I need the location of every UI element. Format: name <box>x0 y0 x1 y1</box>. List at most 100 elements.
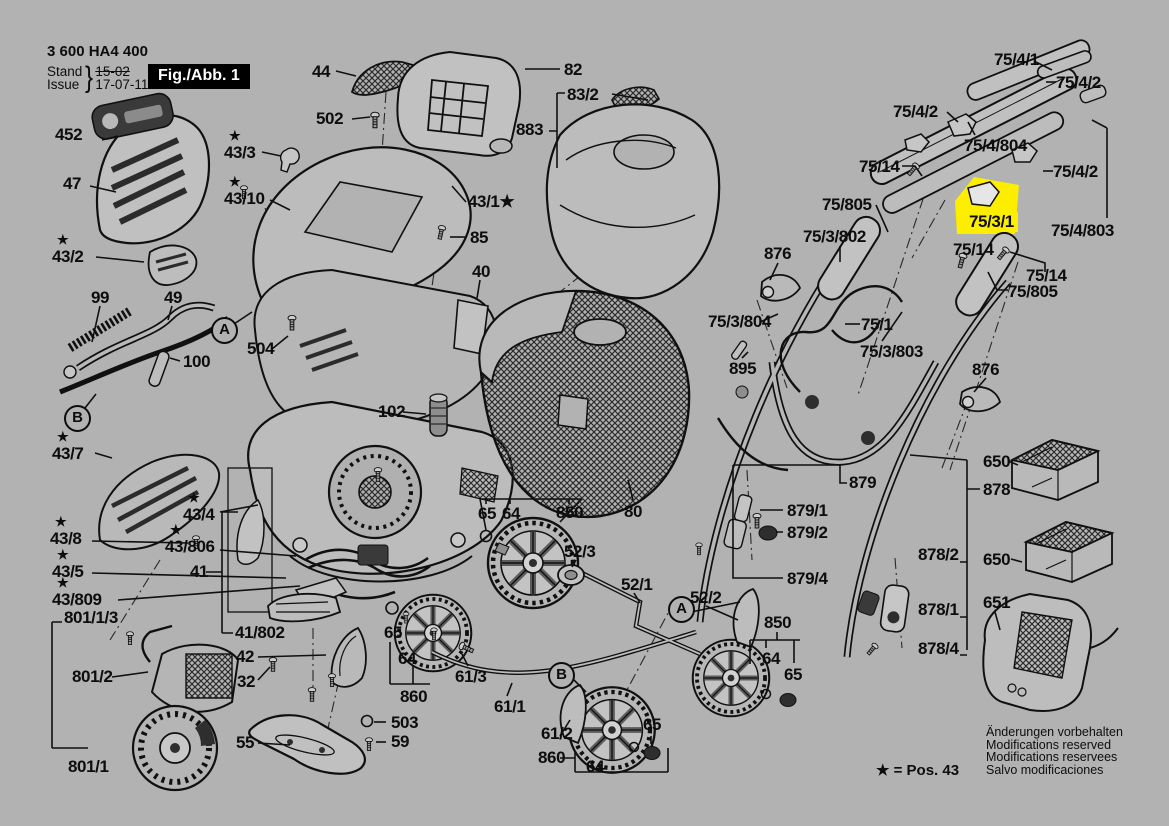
star-icon: ★ <box>170 522 182 537</box>
part-label-64: 64 <box>762 649 781 668</box>
part-label-879-4: 879/4 <box>787 569 828 588</box>
part-label-64: 64 <box>502 504 521 523</box>
part-label-75-3-803: 75/3/803 <box>860 342 923 361</box>
part-label-801-1-3: 801/1/3 <box>64 608 118 627</box>
star-icon: ★ <box>57 575 69 590</box>
part-label-41-802: 41/802 <box>235 623 285 642</box>
part-label-43-809: ★43/809 <box>52 575 102 609</box>
part-label-878: 878 <box>983 480 1011 499</box>
part-label-850: 850 <box>764 613 792 632</box>
part-label-64: 64 <box>398 649 417 668</box>
part-label-452: 452 <box>55 125 83 144</box>
revision-block: Stand Issue } 15-02 17-07-11 <box>47 61 148 95</box>
part-label-860: 860 <box>400 687 428 706</box>
part-label-879-1: 879/1 <box>787 501 828 520</box>
part-label-878-4: 878/4 <box>918 639 959 658</box>
part-label-503: 503 <box>391 713 419 732</box>
part-label-43-1: 43/1★ <box>468 192 515 211</box>
stand-label: Stand <box>47 64 83 79</box>
part-label-43-10: ★43/10 <box>224 174 265 208</box>
part-label-883: 883 <box>516 120 544 139</box>
part-label-43-5: ★43/5 <box>52 547 84 581</box>
star-icon: ★ <box>229 174 241 189</box>
part-label-43-4: ★43/4 <box>183 490 215 524</box>
part-label-42: 42 <box>236 647 255 666</box>
part-label-75-14: 75/14 <box>1026 266 1067 285</box>
grassbox-group <box>478 289 691 519</box>
part-label-43-2: ★43/2 <box>52 232 84 266</box>
part-label-61-2: 61/2 <box>541 724 573 743</box>
part-label-75-4-803: 75/4/803 <box>1051 221 1114 240</box>
modification-notes: Änderungen vorbehalten Modifications res… <box>986 726 1123 776</box>
part-label-75-4-804: 75/4/804 <box>964 136 1027 155</box>
part-label-876: 876 <box>972 360 1000 379</box>
part-label-876: 876 <box>764 244 792 263</box>
part-label-61-1: 61/1 <box>494 697 526 716</box>
part-label-860: 860 <box>538 748 566 767</box>
part-label-40: 40 <box>472 262 491 281</box>
part-label-44: 44 <box>312 62 331 81</box>
assembly-marker-A: A <box>668 596 695 623</box>
star-legend: ★ = Pos. 43 <box>876 762 960 779</box>
part-label-59: 59 <box>391 732 410 751</box>
part-label-55: 55 <box>236 733 255 752</box>
part-label-504: 504 <box>247 339 275 358</box>
part-label-850: 850 <box>556 503 584 522</box>
note-line: Modifications reservees <box>986 750 1118 765</box>
part-label-801-2: 801/2 <box>72 667 113 686</box>
assembly-marker-A: A <box>211 317 238 344</box>
part-label-878-1: 878/1 <box>918 600 959 619</box>
model-number: 3 600 HA4 400 <box>47 43 148 60</box>
part-label-801-1: 801/1 <box>68 757 109 776</box>
part-label-65: 65 <box>784 665 803 684</box>
part-label-895: 895 <box>729 359 757 378</box>
assembly-marker-B: B <box>64 405 91 432</box>
issue-label: Issue <box>47 77 80 92</box>
part-label-65: 65 <box>384 623 403 642</box>
figure-label: Fig./Abb. 1 <box>148 64 250 89</box>
part-label-75-3-802: 75/3/802 <box>803 227 866 246</box>
star-icon: ★ <box>55 514 67 529</box>
part-label-75-14: 75/14 <box>859 157 900 176</box>
part-label-878-2: 878/2 <box>918 545 959 564</box>
part-label-80: 80 <box>624 502 643 521</box>
part-label-52-3: 52/3 <box>564 542 596 561</box>
part-label-650: 650 <box>983 452 1011 471</box>
part-label-75-4-2: 75/4/2 <box>893 102 938 121</box>
part-label-83-2: 83/2 <box>567 85 599 104</box>
part-label-43-7: ★43/7 <box>52 429 84 463</box>
part-label-879: 879 <box>849 473 877 492</box>
part-label-65: 65 <box>643 715 662 734</box>
part-label-47: 47 <box>63 174 82 193</box>
part-label-41: 41 <box>190 562 209 581</box>
part-label-52-1: 52/1 <box>621 575 653 594</box>
part-label-650: 650 <box>983 550 1011 569</box>
part-label-75-805: 75/805 <box>822 195 872 214</box>
part-label-75-4-2: 75/4/2 <box>1056 73 1101 92</box>
note-line: Salvo modificaciones <box>986 762 1104 777</box>
part-label-75-3-1: 75/3/1 <box>966 212 1018 232</box>
part-label-43-8: ★43/8 <box>50 514 82 548</box>
part-label-102: 102 <box>378 402 406 421</box>
part-label-82: 82 <box>564 60 583 79</box>
star-icon: ★ <box>188 490 200 505</box>
part-label-43-806: ★43/806 <box>165 522 215 556</box>
star-icon: ★ <box>57 547 69 562</box>
part-label-75-14: 75/14 <box>953 240 994 259</box>
part-label-85: 85 <box>470 228 489 247</box>
part-label-61-3: 61/3 <box>455 667 487 686</box>
part-label-75-805: 75/805 <box>1008 282 1058 301</box>
stand-value: 15-02 <box>95 64 130 79</box>
star-icon: ★ <box>57 429 69 444</box>
star-icon: ★ <box>57 232 69 247</box>
part-label-100: 100 <box>183 352 211 371</box>
part-label-75-3-804: 75/3/804 <box>708 312 771 331</box>
star-icon: ★ <box>229 128 241 143</box>
part-label-75-1: 75/1 <box>861 315 893 334</box>
covers-group <box>91 50 721 300</box>
assembly-marker-B: B <box>548 662 575 689</box>
part-label-99: 99 <box>91 288 110 307</box>
part-label-75-4-1: 75/4/1 <box>994 50 1039 69</box>
